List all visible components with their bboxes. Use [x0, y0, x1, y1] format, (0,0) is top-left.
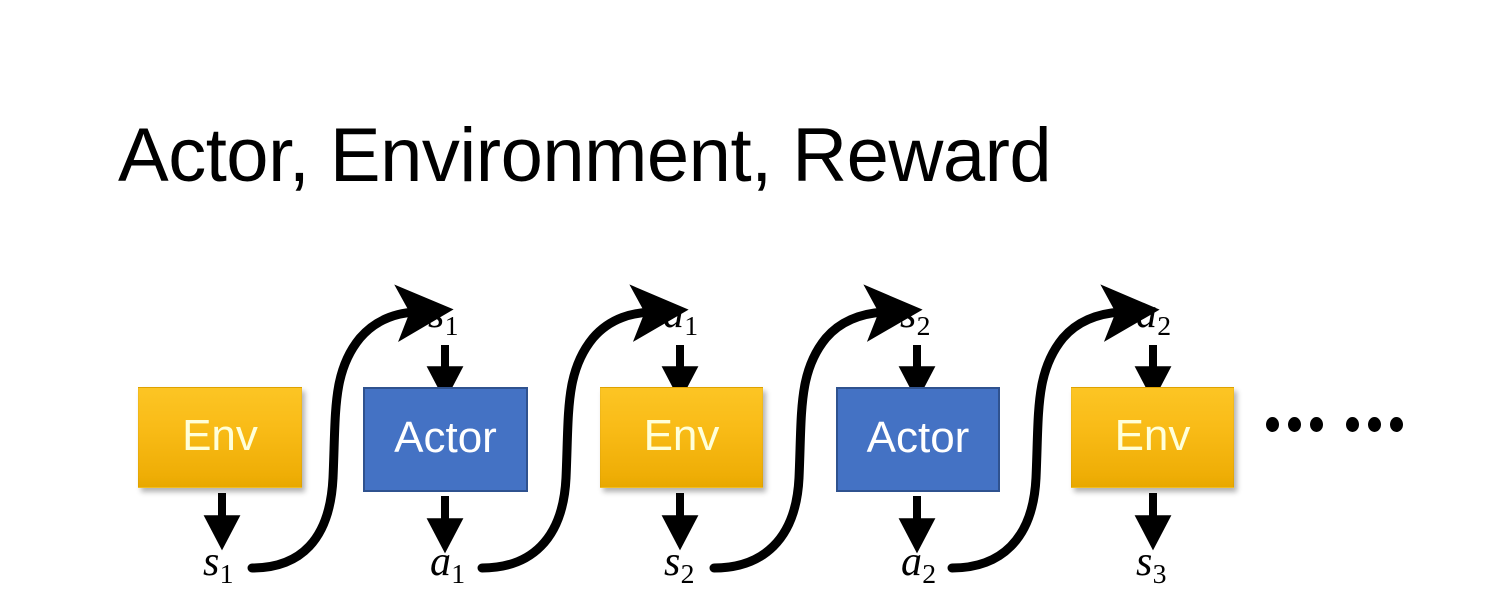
page-title: Actor, Environment, Reward [118, 113, 1052, 198]
node-label: Actor [866, 412, 970, 462]
label-state-s2-bottom: s2 [664, 539, 694, 588]
var-sub: 1 [451, 558, 466, 590]
node-env-2[interactable]: Env [600, 387, 763, 488]
ellipsis-gap [1332, 424, 1337, 425]
var-sub: 1 [444, 310, 459, 342]
node-env-1[interactable]: Env [138, 387, 302, 488]
label-state-s1-top: s1 [428, 291, 458, 340]
ellipsis-dot [1368, 417, 1381, 432]
var-sub: 1 [684, 310, 699, 342]
var-base: s [900, 291, 917, 337]
continuation-ellipsis [1266, 417, 1403, 432]
node-label: Env [643, 410, 720, 460]
label-state-s3-bottom: s3 [1136, 539, 1166, 588]
var-sub: 2 [680, 558, 695, 590]
node-actor-2[interactable]: Actor [836, 387, 1000, 492]
var-sub: 2 [1157, 310, 1172, 342]
label-state-s2-top: s2 [900, 291, 930, 340]
var-base: s [428, 291, 445, 337]
var-base: s [664, 539, 681, 585]
var-base: s [1136, 539, 1153, 585]
label-state-s1-bottom: s1 [203, 539, 233, 588]
var-sub: 2 [922, 558, 937, 590]
var-sub: 1 [219, 558, 234, 590]
label-action-a1-top: a1 [663, 291, 698, 340]
ellipsis-dot [1390, 417, 1403, 432]
label-action-a2-bottom: a2 [901, 539, 936, 588]
var-base: a [1136, 291, 1157, 337]
node-actor-1[interactable]: Actor [363, 387, 528, 492]
label-to-node-arrow-group [426, 345, 1172, 402]
ellipsis-dot [1266, 417, 1279, 432]
var-base: s [203, 539, 220, 585]
node-label: Actor [394, 412, 497, 462]
node-env-3[interactable]: Env [1071, 387, 1234, 488]
label-action-a2-top: a2 [1136, 291, 1171, 340]
ellipsis-dot [1310, 417, 1323, 432]
var-sub: 3 [1152, 558, 1167, 590]
ellipsis-dot [1346, 417, 1359, 432]
var-base: a [430, 539, 451, 585]
ellipsis-dot [1288, 417, 1301, 432]
label-action-a1-bottom: a1 [430, 539, 465, 588]
var-base: a [663, 291, 684, 337]
node-label: Env [1114, 410, 1191, 460]
node-to-label-arrow-group [203, 493, 1172, 554]
var-sub: 2 [916, 310, 931, 342]
node-label: Env [182, 410, 258, 460]
var-base: a [901, 539, 922, 585]
